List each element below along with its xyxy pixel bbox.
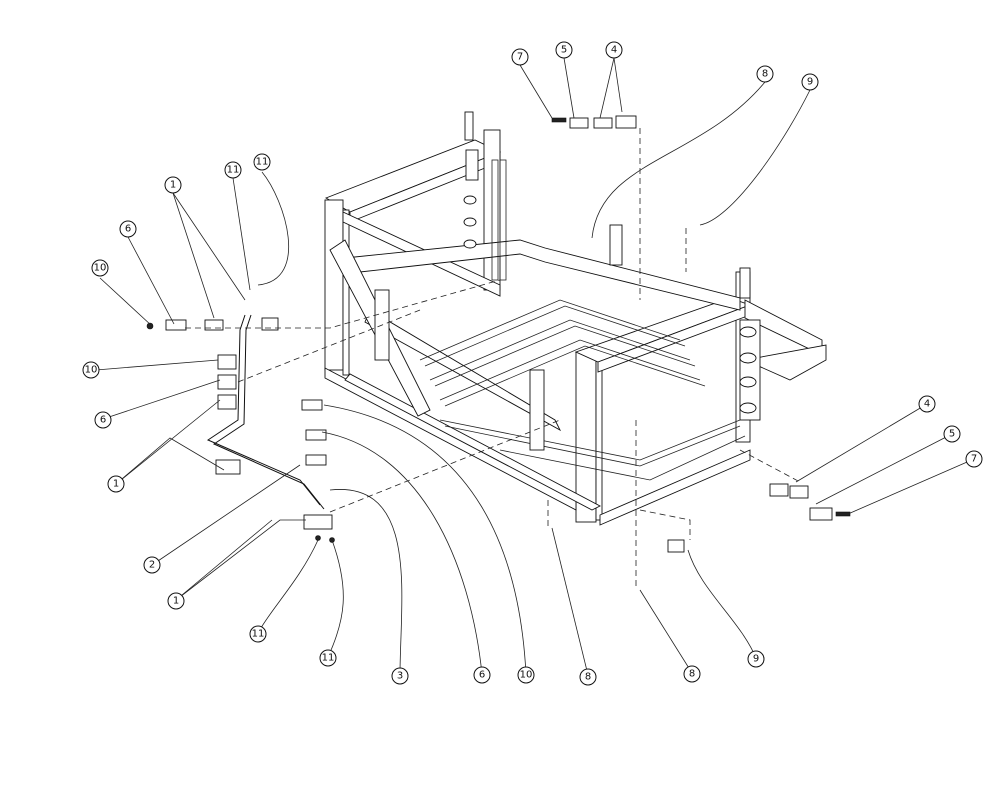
svg-text:10: 10 <box>520 670 533 681</box>
callout-5-right: 5 <box>943 425 961 443</box>
main-frame <box>324 111 827 526</box>
callout-7-right: 7 <box>965 450 983 468</box>
callout-9-top: 9 <box>801 73 819 91</box>
svg-text:7: 7 <box>971 454 977 465</box>
callout-11-upper-a: 11 <box>224 161 242 179</box>
callout-11-lower-b: 11 <box>319 649 337 667</box>
svg-text:1: 1 <box>113 479 119 490</box>
svg-text:8: 8 <box>762 69 768 80</box>
svg-text:4: 4 <box>924 399 930 410</box>
svg-text:1: 1 <box>170 180 176 191</box>
left-tube-assembly <box>146 314 335 543</box>
callout-1-lower-left: 1 <box>167 592 185 610</box>
svg-text:11: 11 <box>227 165 240 176</box>
svg-text:4: 4 <box>611 45 617 56</box>
svg-text:10: 10 <box>94 263 107 274</box>
callout-5-top: 5 <box>555 41 573 59</box>
callout-6-upper-left: 6 <box>119 220 137 238</box>
callout-8-top: 8 <box>756 65 774 83</box>
callout-11-lower-a: 11 <box>249 625 267 643</box>
callout-10-bottom: 10 <box>517 666 535 684</box>
callout-1-left: 1 <box>107 475 125 493</box>
svg-text:8: 8 <box>689 669 695 680</box>
callout-10-upper-left: 10 <box>91 259 109 277</box>
callout-8-bottom-b: 8 <box>683 665 701 683</box>
callout-1-upper-left: 1 <box>164 176 182 194</box>
callout-6-bottom: 6 <box>473 666 491 684</box>
right-hardware-group <box>667 483 851 553</box>
explode-lines <box>185 228 801 590</box>
svg-text:6: 6 <box>100 415 106 426</box>
svg-text:1: 1 <box>173 596 179 607</box>
svg-text:5: 5 <box>561 45 567 56</box>
top-hardware-group <box>551 115 641 300</box>
callout-11-upper-b: 11 <box>253 153 271 171</box>
callout-6-left: 6 <box>94 411 112 429</box>
svg-text:2: 2 <box>149 560 155 571</box>
svg-text:10: 10 <box>85 365 98 376</box>
callout-7-top: 7 <box>511 48 529 66</box>
svg-text:7: 7 <box>517 52 523 63</box>
svg-text:11: 11 <box>252 629 265 640</box>
svg-text:6: 6 <box>125 224 131 235</box>
callout-9-bottom: 9 <box>747 650 765 668</box>
svg-text:9: 9 <box>807 77 813 88</box>
svg-text:8: 8 <box>585 672 591 683</box>
svg-text:6: 6 <box>479 670 485 681</box>
callout-4-top: 4 <box>605 41 623 59</box>
svg-text:11: 11 <box>256 157 269 168</box>
svg-text:3: 3 <box>397 671 403 682</box>
callout-2-left: 2 <box>143 556 161 574</box>
leader-lines <box>95 57 975 676</box>
callout-8-bottom-a: 8 <box>579 668 597 686</box>
svg-text:9: 9 <box>753 654 759 665</box>
callout-4-right: 4 <box>918 395 936 413</box>
callout-3-bottom: 3 <box>391 667 409 685</box>
svg-text:11: 11 <box>322 653 335 664</box>
svg-text:5: 5 <box>949 429 955 440</box>
callout-10-left: 10 <box>82 361 100 379</box>
